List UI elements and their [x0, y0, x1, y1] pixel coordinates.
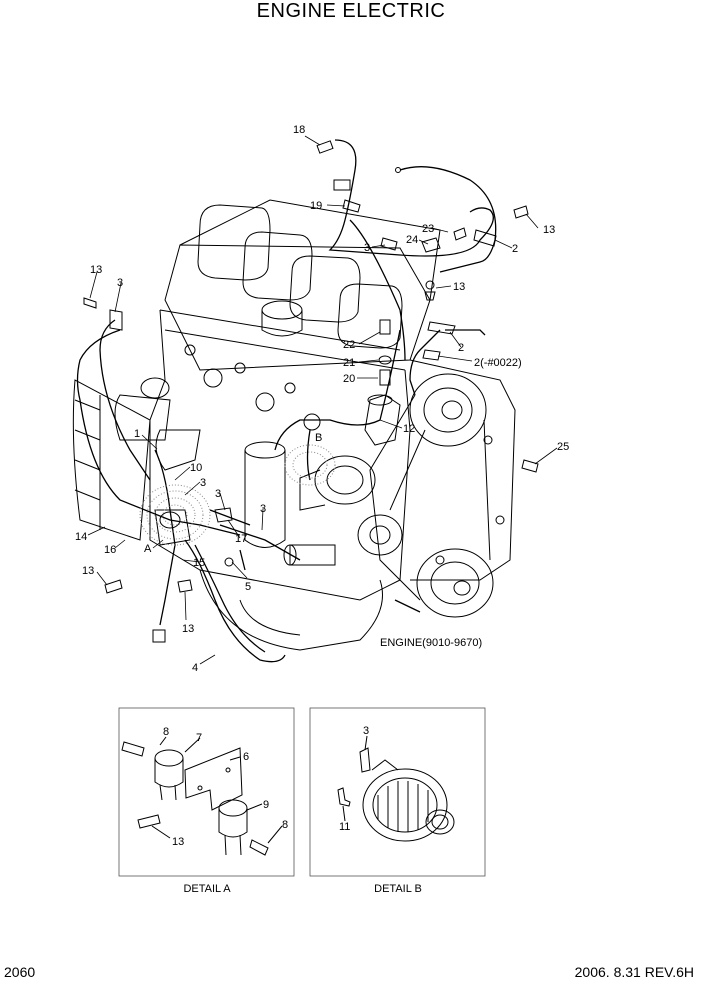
callout-22: 22 — [343, 339, 355, 351]
callout-24: 24 — [406, 234, 418, 246]
detail-a-region — [139, 484, 211, 546]
detail-a-callout-7: 7 — [196, 732, 202, 744]
callout-23: 23 — [422, 223, 434, 235]
page-title: ENGINE ELECTRIC — [256, 0, 446, 22]
leader-lines — [87, 135, 558, 665]
detail-a-callout-8: 8 — [163, 726, 169, 738]
detail-a-callout-8: 8 — [282, 819, 288, 831]
detail-a-callout-9: 9 — [263, 799, 269, 811]
callout-16: 16 — [104, 544, 116, 556]
detail-b-caption: DETAIL B — [374, 883, 422, 895]
callout-20: 20 — [343, 373, 355, 385]
engine-serial-label: ENGINE(9010-9670) — [380, 637, 482, 649]
page-number: 2060 — [4, 964, 36, 980]
callout-21: 21 — [343, 357, 355, 369]
callout-4: 4 — [192, 662, 198, 674]
callout-5: 5 — [245, 581, 251, 593]
callout-18: 18 — [293, 124, 305, 136]
callout-2-serial: 2(-#0022) — [474, 357, 522, 369]
callout-13: 13 — [182, 623, 194, 635]
callout-3: 3 — [200, 477, 206, 489]
callout-A: A — [144, 543, 152, 555]
detail-a-callout-13: 13 — [172, 836, 184, 848]
wiring-harness — [76, 139, 497, 663]
callout-3: 3 — [215, 488, 221, 500]
callout-3: 3 — [117, 277, 123, 289]
callout-labels: 18 19 23 24 13 2 3 13 3 13 22 2 21 2(-#0… — [75, 124, 569, 674]
callout-19: 19 — [310, 200, 322, 212]
callout-2: 2 — [458, 342, 464, 354]
detail-a-callout-6: 6 — [243, 751, 249, 763]
callout-12: 12 — [403, 423, 415, 435]
detail-b-callout-11: 11 — [339, 821, 350, 833]
callout-3: 3 — [260, 503, 266, 515]
callout-13: 13 — [543, 224, 555, 236]
callout-13: 13 — [453, 281, 465, 293]
callout-14: 14 — [75, 531, 87, 543]
callout-13: 13 — [82, 565, 94, 577]
callout-3: 3 — [364, 242, 370, 254]
detail-b-region — [284, 444, 336, 486]
callout-15: 15 — [193, 557, 205, 569]
callout-17: 17 — [235, 533, 247, 545]
callout-B: B — [315, 432, 322, 444]
detail-a-panel: 8 7 6 9 8 13 DETAIL A — [118, 707, 295, 895]
revision-date: 2006. 8.31 REV.6H — [574, 964, 694, 980]
engine-block — [72, 199, 516, 651]
callout-25: 25 — [557, 441, 569, 453]
callout-2: 2 — [512, 243, 518, 255]
detail-b-panel: 3 11 DETAIL B — [309, 707, 486, 895]
fasteners-and-sensors — [83, 140, 539, 643]
callout-1: 1 — [134, 428, 140, 440]
callout-10: 10 — [190, 462, 202, 474]
detail-b-callout-3: 3 — [363, 725, 369, 737]
detail-a-caption: DETAIL A — [183, 883, 231, 895]
callout-13: 13 — [90, 264, 102, 276]
